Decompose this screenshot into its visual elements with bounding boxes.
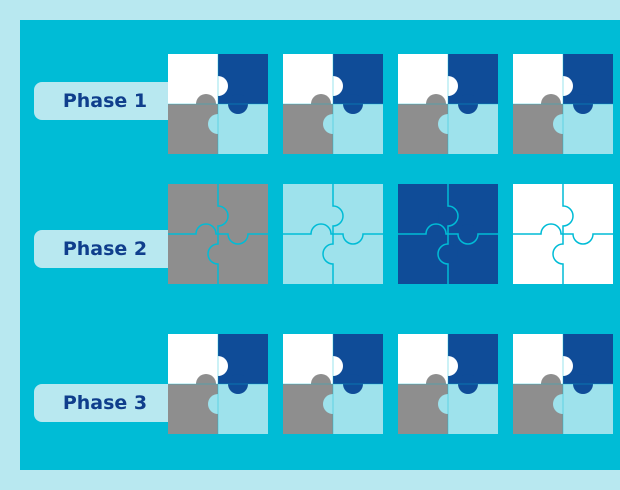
- puzzle-seam: [552, 184, 574, 284]
- puzzle-tab: [228, 224, 248, 244]
- phase-1-label: Phase 1: [34, 82, 176, 120]
- puzzle-icon: [168, 54, 268, 154]
- puzzle-tab: [426, 224, 446, 244]
- puzzle-tile: [168, 334, 268, 434]
- puzzle-icon: [398, 184, 498, 284]
- puzzle-tab: [553, 206, 573, 226]
- puzzle-seam: [283, 223, 383, 245]
- puzzle-tab: [573, 224, 593, 244]
- phase-1-label-text: Phase 1: [62, 90, 148, 112]
- puzzle-tab: [208, 244, 228, 264]
- puzzle-seam: [398, 334, 498, 434]
- puzzle-tile: [168, 184, 268, 284]
- puzzle-seam: [168, 223, 268, 245]
- puzzle-icon: [283, 54, 383, 154]
- puzzle-icon: [513, 54, 613, 154]
- puzzle-tab: [196, 224, 216, 244]
- puzzle-tab: [343, 224, 363, 244]
- puzzle-icon: [513, 184, 613, 284]
- puzzle-icon: [398, 334, 498, 434]
- puzzle-tile: [283, 184, 383, 284]
- puzzle-seam: [283, 334, 383, 434]
- puzzle-tile: [513, 184, 613, 284]
- puzzle-icon: [168, 334, 268, 434]
- puzzle-seam: [513, 334, 613, 434]
- puzzle-seam: [283, 54, 383, 154]
- puzzle-seam: [398, 54, 498, 154]
- puzzle-tile: [168, 54, 268, 154]
- puzzle-seam: [513, 54, 613, 154]
- puzzle-seam: [207, 184, 229, 284]
- puzzle-tab: [208, 206, 228, 226]
- phase-3-label: Phase 3: [34, 384, 176, 422]
- puzzle-seam: [437, 184, 459, 284]
- puzzle-tab: [438, 244, 458, 264]
- puzzle-tile: [283, 334, 383, 434]
- puzzle-seam: [398, 223, 498, 245]
- puzzle-tab: [438, 206, 458, 226]
- puzzle-tile: [513, 334, 613, 434]
- puzzle-seam: [168, 334, 268, 434]
- puzzle-tab: [458, 224, 478, 244]
- puzzle-tab: [311, 224, 331, 244]
- puzzle-tab: [323, 206, 343, 226]
- diagram-panel: Phase 1 Phase 2 Phase 3: [20, 20, 620, 470]
- puzzle-icon: [168, 184, 268, 284]
- puzzle-tile: [398, 184, 498, 284]
- puzzle-tile: [398, 54, 498, 154]
- puzzle-tile: [513, 54, 613, 154]
- puzzle-icon: [283, 184, 383, 284]
- puzzle-tab: [323, 244, 343, 264]
- puzzle-icon: [513, 334, 613, 434]
- puzzle-icon: [398, 54, 498, 154]
- puzzle-seam: [322, 184, 344, 284]
- puzzle-tile: [398, 334, 498, 434]
- puzzle-seam: [513, 223, 613, 245]
- puzzle-tab: [553, 244, 573, 264]
- puzzle-tab: [541, 224, 561, 244]
- phase-3-label-text: Phase 3: [62, 392, 148, 414]
- puzzle-tile: [283, 54, 383, 154]
- puzzle-seam: [168, 54, 268, 154]
- puzzle-icon: [283, 334, 383, 434]
- phase-2-label: Phase 2: [34, 230, 176, 268]
- phase-2-label-text: Phase 2: [62, 238, 148, 260]
